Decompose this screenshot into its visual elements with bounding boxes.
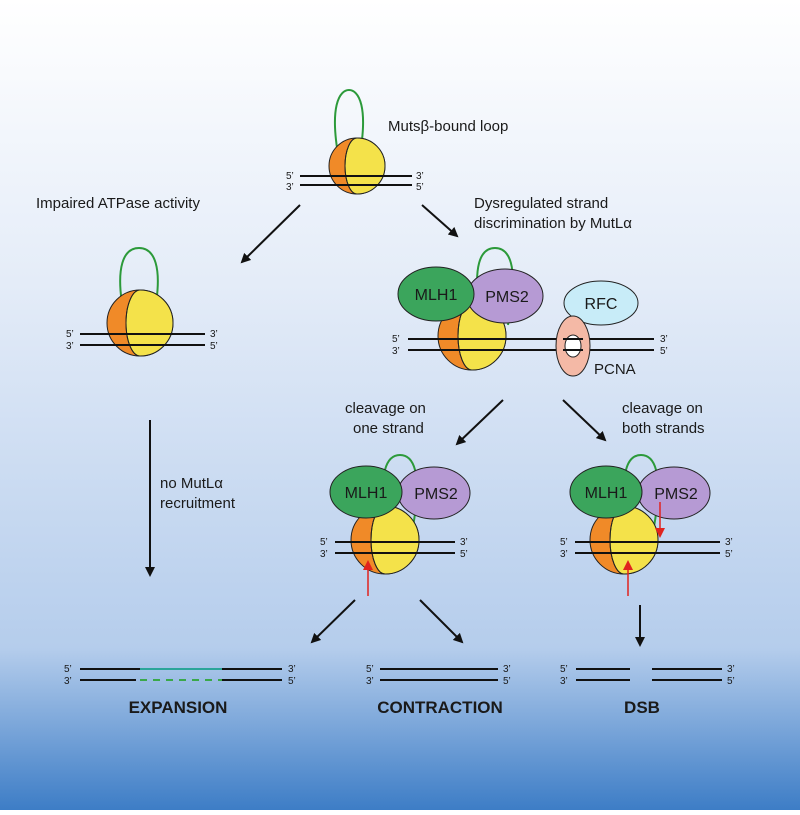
strand-end-5p: 5’ bbox=[66, 329, 74, 340]
no-mutl-label-line2: recruitment bbox=[160, 495, 236, 512]
mlh1-protein bbox=[329, 465, 403, 519]
mutl-complex-both-strands: MLH1 PMS2 5’ 3’ 3’ 5’ bbox=[560, 453, 733, 596]
mutsbeta-seam bbox=[344, 137, 358, 195]
strand-end-3p: 3’ bbox=[725, 537, 733, 548]
strand-end-5p: 5’ bbox=[288, 676, 296, 687]
arrow-to-dysregulated bbox=[421, 204, 459, 238]
strand-end-5p: 5’ bbox=[503, 676, 511, 687]
mutsbeta-complex-top: 5’ 3’ 3’ 5’ bbox=[286, 88, 424, 195]
strand-end-3p: 3’ bbox=[416, 171, 424, 182]
strand-end-5p: 5’ bbox=[320, 537, 328, 548]
impaired-atpase-label: Impaired ATPase activity bbox=[36, 195, 200, 212]
cleave-both-label-line2: both strands bbox=[622, 420, 705, 437]
strand-end-5p: 5’ bbox=[64, 664, 72, 675]
loop-label: Mutsβ-bound loop bbox=[388, 118, 508, 135]
pcna-ring-hole bbox=[564, 334, 582, 358]
rfc-protein bbox=[563, 280, 639, 326]
arrow-to-one-strand bbox=[455, 399, 504, 446]
strand-end-5p: 5’ bbox=[392, 334, 400, 345]
cleave-both-label-line1: cleavage on bbox=[622, 400, 703, 417]
strand-end-5p: 5’ bbox=[660, 346, 668, 357]
strand-end-5p: 5’ bbox=[416, 182, 424, 193]
strand-end-5p: 5’ bbox=[725, 549, 733, 560]
pms2-label: PMS2 bbox=[414, 486, 458, 503]
strand-end-5p: 5’ bbox=[286, 171, 294, 182]
arrow-to-contraction bbox=[419, 599, 464, 644]
mlh1-label: MLH1 bbox=[345, 485, 388, 502]
mlh1-protein bbox=[569, 465, 643, 519]
strand-end-5p: 5’ bbox=[560, 537, 568, 548]
strand-end-3p: 3’ bbox=[503, 664, 511, 675]
pcna-label: PCNA bbox=[594, 361, 636, 378]
arrow-to-both-strands bbox=[562, 399, 607, 442]
dysregulated-label-line1: Dysregulated strand bbox=[474, 195, 608, 212]
contraction-label: CONTRACTION bbox=[377, 698, 503, 717]
dsb-label: DSB bbox=[624, 698, 660, 717]
dna-loop bbox=[333, 88, 365, 166]
mutl-complex-main: MLH1 PMS2 RFC PCNA 5’ 3’ 3’ 5’ bbox=[392, 246, 668, 378]
strand-end-3p: 3’ bbox=[727, 664, 735, 675]
strand-end-3p: 3’ bbox=[560, 549, 568, 560]
cleave-one-label-line1: cleavage on bbox=[345, 400, 426, 417]
strand-end-5p: 5’ bbox=[727, 676, 735, 687]
strand-end-3p: 3’ bbox=[560, 676, 568, 687]
strand-end-5p: 5’ bbox=[366, 664, 374, 675]
mutl-complex-one-strand: MLH1 PMS2 5’ 3’ 3’ 5’ bbox=[320, 453, 471, 596]
expansion-product: 5’ 3’ 3’ 5’ bbox=[64, 664, 296, 687]
strand-end-5p: 5’ bbox=[210, 341, 218, 352]
strand-end-3p: 3’ bbox=[366, 676, 374, 687]
cleave-one-label-line2: one strand bbox=[353, 420, 424, 437]
strand-end-3p: 3’ bbox=[64, 676, 72, 687]
strand-end-3p: 3’ bbox=[286, 182, 294, 193]
pms2-label: PMS2 bbox=[485, 289, 529, 306]
strand-end-3p: 3’ bbox=[288, 664, 296, 675]
strand-end-3p: 3’ bbox=[210, 329, 218, 340]
contraction-product: 5’ 3’ 3’ 5’ bbox=[366, 664, 511, 687]
strand-end-3p: 3’ bbox=[320, 549, 328, 560]
rfc-label: RFC bbox=[585, 296, 618, 313]
mlh1-protein bbox=[397, 266, 475, 322]
mlh1-label: MLH1 bbox=[585, 485, 628, 502]
dna-loop bbox=[119, 246, 159, 326]
dysregulated-label-line2: discrimination by MutLα bbox=[474, 215, 632, 232]
mutsbeta-complex-left: 5’ 3’ 3’ 5’ bbox=[66, 246, 218, 357]
strand-end-3p: 3’ bbox=[660, 334, 668, 345]
strand-end-5p: 5’ bbox=[560, 664, 568, 675]
no-mutl-label-line1: no MutLα bbox=[160, 475, 223, 492]
pms2-label: PMS2 bbox=[654, 486, 698, 503]
strand-end-3p: 3’ bbox=[460, 537, 468, 548]
mlh1-label: MLH1 bbox=[415, 287, 458, 304]
expansion-label: EXPANSION bbox=[129, 698, 228, 717]
strand-end-5p: 5’ bbox=[460, 549, 468, 560]
dsb-product: 5’ 3’ 3’ 5’ bbox=[560, 664, 735, 687]
strand-end-3p: 3’ bbox=[392, 346, 400, 357]
strand-end-3p: 3’ bbox=[66, 341, 74, 352]
arrow-to-impaired bbox=[240, 204, 301, 264]
arrow-to-expansion bbox=[310, 599, 356, 644]
mutsbeta-seam bbox=[125, 289, 141, 357]
